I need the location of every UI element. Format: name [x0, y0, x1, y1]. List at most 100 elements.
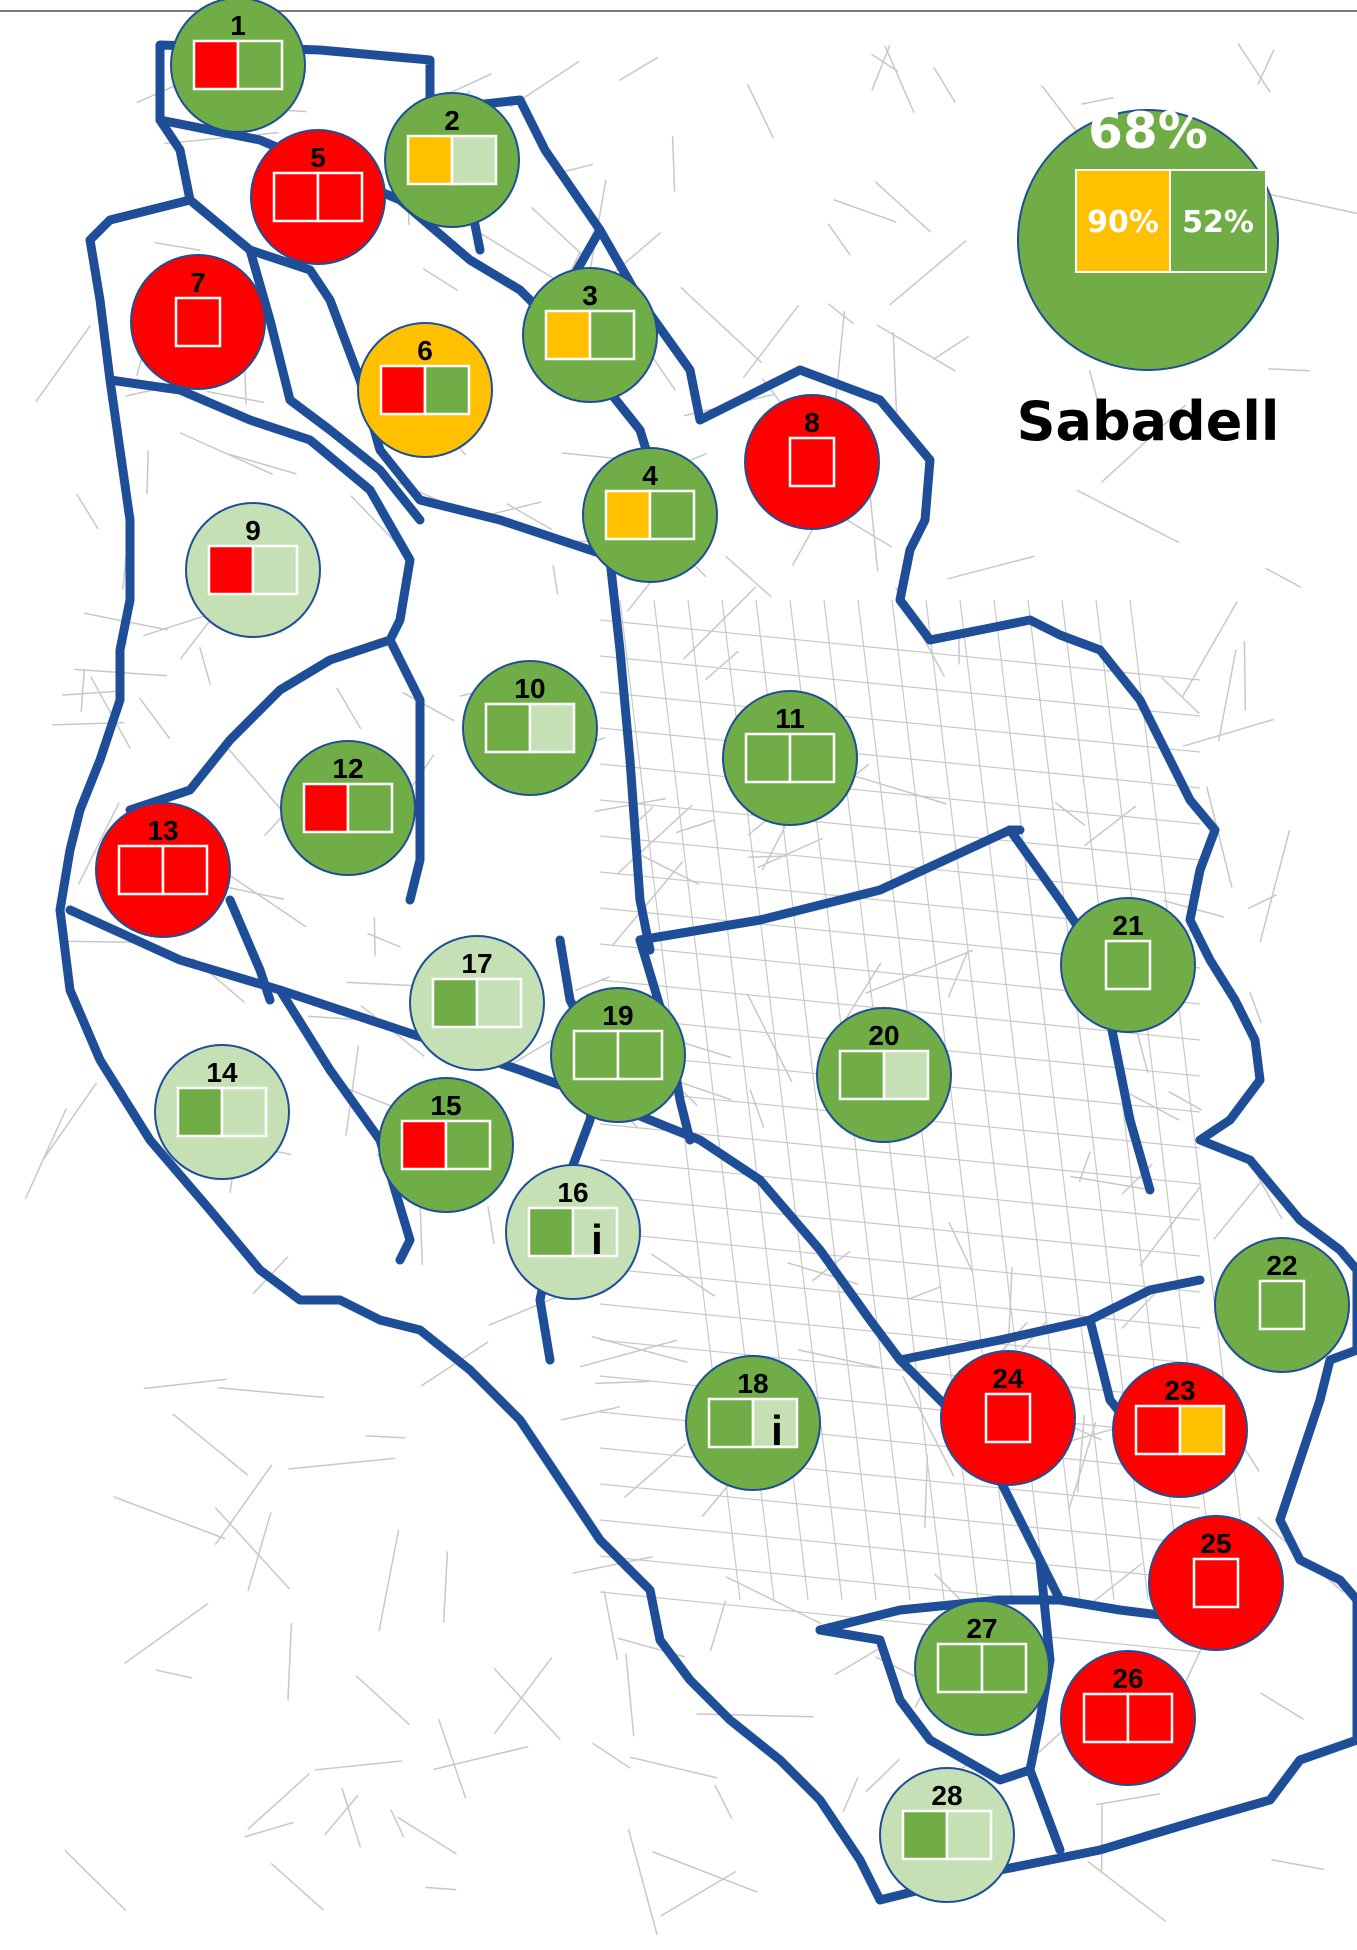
street-line	[287, 1623, 293, 1701]
street-line	[1243, 641, 1247, 711]
summary-right-box	[1169, 169, 1267, 273]
district-marker-24: 24	[940, 1350, 1076, 1486]
street-line	[24, 1108, 67, 1200]
street-line	[757, 837, 824, 869]
street-line	[833, 199, 897, 223]
marker-number: 17	[461, 948, 492, 979]
street-line	[696, 1713, 814, 1718]
street-line	[396, 1816, 457, 1855]
street-line	[366, 1435, 406, 1439]
street-line	[599, 1447, 1201, 1509]
boundary	[385, 635, 425, 905]
street-line	[341, 1787, 362, 1848]
marker-box-2	[788, 732, 836, 784]
street-line	[1168, 1090, 1202, 1111]
street-line	[442, 1551, 449, 1623]
marker-box-2	[571, 1206, 619, 1258]
marker-box-2	[316, 171, 364, 223]
street-line	[876, 324, 956, 372]
street-line	[834, 1648, 880, 1676]
district-marker-20: 20	[816, 1007, 952, 1143]
street-line	[605, 232, 662, 280]
marker-box-2	[648, 489, 696, 541]
marker-box-1	[707, 1397, 755, 1449]
street-line	[146, 450, 150, 495]
marker-number: 3	[582, 280, 598, 311]
street-line	[420, 1341, 489, 1387]
marker-number: 14	[206, 1057, 238, 1088]
street-line	[827, 303, 855, 325]
district-marker-16: 16i	[505, 1164, 641, 1300]
district-marker-19: 19	[550, 987, 686, 1123]
district-marker-26: 26	[1060, 1650, 1196, 1786]
district-marker-11: 11	[722, 690, 858, 826]
street-line	[845, 772, 948, 805]
street-line	[484, 501, 542, 517]
district-markers: 12345678910111213141516i1718i19202122232…	[95, 0, 1350, 1903]
street-line	[599, 1159, 1201, 1221]
district-marker-8: 8	[744, 394, 880, 530]
street-line	[1181, 601, 1238, 697]
summary-left-box	[1075, 169, 1171, 273]
street-line	[599, 691, 1201, 753]
street-line	[1265, 192, 1357, 215]
boundary	[605, 555, 655, 955]
marker-box-1	[1258, 1279, 1306, 1331]
marker-box-1	[431, 977, 479, 1029]
street-line	[172, 1413, 249, 1476]
marker-box-2	[450, 134, 498, 186]
street-line	[933, 335, 970, 360]
marker-number: 9	[245, 515, 261, 546]
street-line	[64, 1849, 127, 1912]
marker-box-1	[1104, 939, 1152, 991]
street-line	[865, 1758, 900, 1793]
boundary	[185, 195, 685, 575]
street-line	[1054, 801, 1086, 827]
street-line	[595, 1380, 650, 1385]
street-line	[77, 802, 120, 885]
marker-number: 24	[992, 1363, 1024, 1394]
marker-box-1	[901, 1809, 949, 1861]
district-marker-6: 6	[357, 322, 493, 458]
street-line	[113, 1496, 226, 1540]
boundary	[125, 635, 395, 815]
street-line	[652, 1851, 758, 1893]
street-line	[874, 181, 932, 233]
street-line	[422, 268, 459, 292]
street-line	[641, 854, 700, 886]
marker-box-1	[207, 544, 255, 596]
district-marker-25: 25	[1148, 1515, 1284, 1651]
street-line	[1139, 1185, 1202, 1267]
marker-box-1	[192, 39, 240, 91]
street-line	[530, 206, 589, 261]
street-line	[1160, 676, 1200, 715]
marker-box-2	[588, 309, 636, 361]
street-line	[124, 1602, 209, 1664]
street-line	[1205, 786, 1233, 888]
marker-box-2	[444, 1119, 492, 1171]
street-line	[742, 304, 800, 379]
district-marker-4: 4	[582, 447, 718, 583]
marker-box-2	[220, 1086, 268, 1138]
marker-number: 4	[642, 460, 658, 491]
marker-box-2	[251, 544, 299, 596]
street-line	[902, 1376, 955, 1477]
street-line	[402, 691, 455, 722]
street-line	[842, 1777, 859, 1813]
street-line	[599, 1339, 1201, 1401]
top-rule	[0, 10, 1357, 12]
street-line	[680, 286, 763, 364]
street-line	[481, 233, 560, 283]
boundary	[245, 245, 425, 525]
street-line	[378, 1529, 400, 1632]
summary-overall: 68%	[1088, 102, 1208, 160]
city-name: Sabadell	[1017, 390, 1280, 453]
summary-left-pct: 90%	[1087, 205, 1159, 240]
district-marker-2: 2	[384, 92, 520, 228]
street-line	[1078, 1151, 1091, 1183]
street-line	[746, 993, 793, 1083]
marker-number: 7	[190, 267, 206, 298]
street-line	[827, 223, 851, 256]
street-line	[214, 1506, 291, 1590]
street-line	[1101, 404, 1187, 483]
